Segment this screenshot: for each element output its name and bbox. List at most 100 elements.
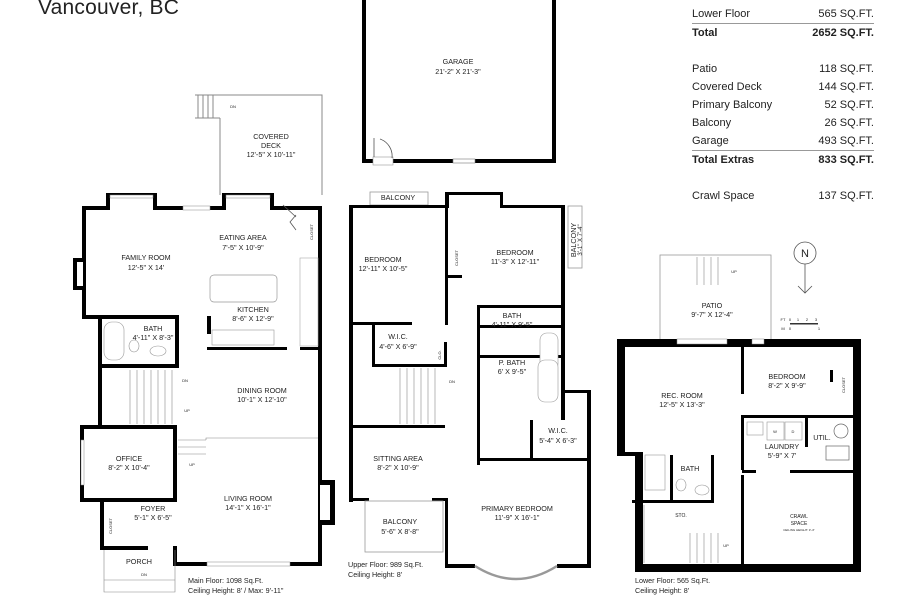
upper-floor-plan: BALCONY BALCONY 3'-1" X 7'-4" bbox=[348, 191, 591, 581]
stair-up-label: UP bbox=[723, 543, 729, 548]
storage-label: STO. bbox=[675, 513, 687, 519]
page-title: Vancouver, BC bbox=[38, 0, 180, 19]
area-row-patio: Patio 118 SQ.FT. bbox=[692, 60, 874, 78]
kitchen-dims: 8'-6" X 12'-9" bbox=[232, 314, 274, 323]
garage-plan: GARAGE 21'-2" X 21'-3" bbox=[362, 0, 556, 166]
upper-floor-area-note: Upper Floor: 989 Sq.Ft. bbox=[348, 560, 423, 569]
laundry-label: LAUNDRY bbox=[765, 442, 799, 451]
laundry-dims: 5'-9" X 7' bbox=[768, 451, 797, 460]
bath-label: BATH bbox=[681, 464, 700, 473]
sitting-area-dims: 8'-2" X 10'-9" bbox=[377, 463, 419, 472]
dryer-label: D bbox=[792, 429, 795, 434]
north-arrow-icon: N bbox=[793, 241, 817, 294]
area-label: Balcony bbox=[692, 117, 732, 129]
eating-area-label: EATING AREA bbox=[219, 233, 267, 242]
util-label: UTIL. bbox=[813, 433, 831, 442]
stair-up-label: UP bbox=[184, 408, 190, 413]
area-label: Primary Balcony bbox=[692, 99, 773, 111]
eating-area-dims: 7'-5" X 10'-9" bbox=[222, 243, 264, 252]
main-floor-plan: DN COVERED DECK 12'-5" X 10'-11" bbox=[73, 94, 335, 595]
area-value: 137 SQ.FT. bbox=[818, 190, 874, 202]
scale-tick: 2 bbox=[806, 317, 809, 322]
area-value: 118 SQ.FT. bbox=[819, 63, 874, 75]
upper-floor-ceiling-note: Ceiling Height: 8' bbox=[348, 570, 403, 579]
stair-up-label-2: UP bbox=[189, 462, 195, 467]
scale-bar: FT 0 1 2 3 M 0 1 bbox=[781, 317, 821, 331]
bath-dims: 4'-11" X 9'-5" bbox=[492, 320, 533, 329]
office-label: OFFICE bbox=[116, 454, 143, 463]
area-label: Garage bbox=[692, 135, 729, 147]
crawl-space-label: CRAWL bbox=[790, 514, 808, 520]
balcony-side-label: BALCONY bbox=[569, 223, 578, 258]
covered-deck-label-2: DECK bbox=[261, 141, 281, 150]
wic-dims: 5'-4" X 6'-3" bbox=[539, 436, 577, 445]
foyer-dims: 5'-1" X 6'-5" bbox=[134, 513, 172, 522]
lower-floor-plan: UP PATIO 9'-7" X 12'-4" W D bbox=[617, 254, 861, 595]
area-label: Crawl Space bbox=[692, 190, 755, 202]
closet-label: CLOSET bbox=[108, 517, 113, 534]
area-label: Total bbox=[692, 27, 718, 39]
area-row-covered-deck: Covered Deck 144 SQ.FT. bbox=[692, 78, 874, 96]
area-label: Lower Floor bbox=[692, 8, 751, 20]
area-label: Total Extras bbox=[692, 154, 755, 166]
water-heater-icon bbox=[833, 423, 849, 439]
primary-bedroom-dims: 11'-9" X 16'-1" bbox=[495, 513, 540, 522]
washer-label: W bbox=[773, 429, 777, 434]
pbath-label: P. BATH bbox=[499, 358, 526, 367]
area-row-balcony: Balcony 26 SQ.FT. bbox=[692, 114, 874, 132]
porch-label: PORCH bbox=[126, 557, 152, 566]
balcony-top-label: BALCONY bbox=[381, 193, 416, 202]
covered-deck-dims: 12'-5" X 10'-11" bbox=[247, 150, 296, 159]
scale-m-label: M bbox=[781, 326, 784, 331]
wic-dims: 4'-6" X 6'-9" bbox=[379, 342, 417, 351]
north-letter: N bbox=[801, 248, 809, 260]
balcony-label: BALCONY bbox=[383, 517, 418, 526]
dining-room-dims: 10'-1" X 12'-10" bbox=[237, 395, 287, 404]
area-row-total: Total 2652 SQ.FT. bbox=[692, 23, 874, 42]
closet-label: CLOSET bbox=[841, 376, 846, 393]
rec-room-dims: 12'-5" X 13'-3" bbox=[659, 400, 705, 409]
main-floor-area-note: Main Floor: 1098 Sq.Ft. bbox=[188, 576, 263, 585]
area-label: Covered Deck bbox=[692, 81, 762, 93]
balcony-side-dims: 3'-1" X 7'-4" bbox=[578, 224, 584, 255]
bath-label: BATH bbox=[144, 324, 163, 333]
kitchen-label: KITCHEN bbox=[237, 305, 269, 314]
sitting-area-label: SITTING AREA bbox=[373, 454, 423, 463]
office-dims: 8'-2" X 10'-4" bbox=[108, 463, 150, 472]
main-floor-ceiling-note: Ceiling Height: 8' / Max: 9'-11" bbox=[188, 586, 284, 595]
closet-label: CLOSET bbox=[309, 223, 314, 240]
patio-dims: 9'-7" X 12'-4" bbox=[691, 310, 733, 319]
bath-label: BATH bbox=[503, 311, 522, 320]
bedroom-label: BEDROOM bbox=[768, 372, 805, 381]
closet-label: CLOSET bbox=[454, 249, 459, 266]
bedroom-dims: 12'-11" X 10'-5" bbox=[359, 264, 408, 273]
scale-tick: 1 bbox=[797, 317, 800, 322]
dining-room-label: DINING ROOM bbox=[237, 386, 287, 395]
covered-deck-label: COVERED bbox=[253, 132, 289, 141]
scale-tick: 0 bbox=[789, 326, 792, 331]
area-value: 565 SQ.FT. bbox=[818, 8, 874, 20]
balcony-dims: 5'-6" X 8'-8" bbox=[381, 527, 419, 536]
pbath-dims: 6' X 9'-5" bbox=[498, 367, 527, 376]
area-summary-table: Lower Floor 565 SQ.FT. Total 2652 SQ.FT.… bbox=[692, 5, 874, 205]
area-value: 2652 SQ.FT. bbox=[812, 27, 874, 39]
garage-dims: 21'-2" X 21'-3" bbox=[435, 67, 481, 76]
bedroom-label: BEDROOM bbox=[364, 255, 401, 264]
bedroom-label: BEDROOM bbox=[496, 248, 533, 257]
rec-room-label: REC. ROOM bbox=[661, 391, 703, 400]
area-label: Patio bbox=[692, 63, 718, 75]
area-row-lower-floor: Lower Floor 565 SQ.FT. bbox=[692, 5, 874, 23]
scale-tick: 3 bbox=[815, 317, 818, 322]
area-row-crawl-space: Crawl Space 137 SQ.FT. bbox=[692, 187, 874, 205]
patio-label: PATIO bbox=[702, 301, 723, 310]
area-row-garage: Garage 493 SQ.FT. bbox=[692, 132, 874, 150]
foyer-label: FOYER bbox=[141, 504, 166, 513]
stair-dn-label: DN bbox=[230, 104, 236, 109]
scale-tick: 1 bbox=[818, 326, 821, 331]
living-room-dims: 14'-1" X 16'-1" bbox=[225, 503, 271, 512]
area-value: 493 SQ.FT. bbox=[818, 135, 874, 147]
living-room-label: LIVING ROOM bbox=[224, 494, 272, 503]
crawl-space-ceiling: CEILING HEIGHT: 3'-4" bbox=[783, 528, 814, 532]
family-room-dims: 12'-5" X 14' bbox=[128, 263, 165, 272]
primary-bedroom-label: PRIMARY BEDROOM bbox=[481, 504, 553, 513]
